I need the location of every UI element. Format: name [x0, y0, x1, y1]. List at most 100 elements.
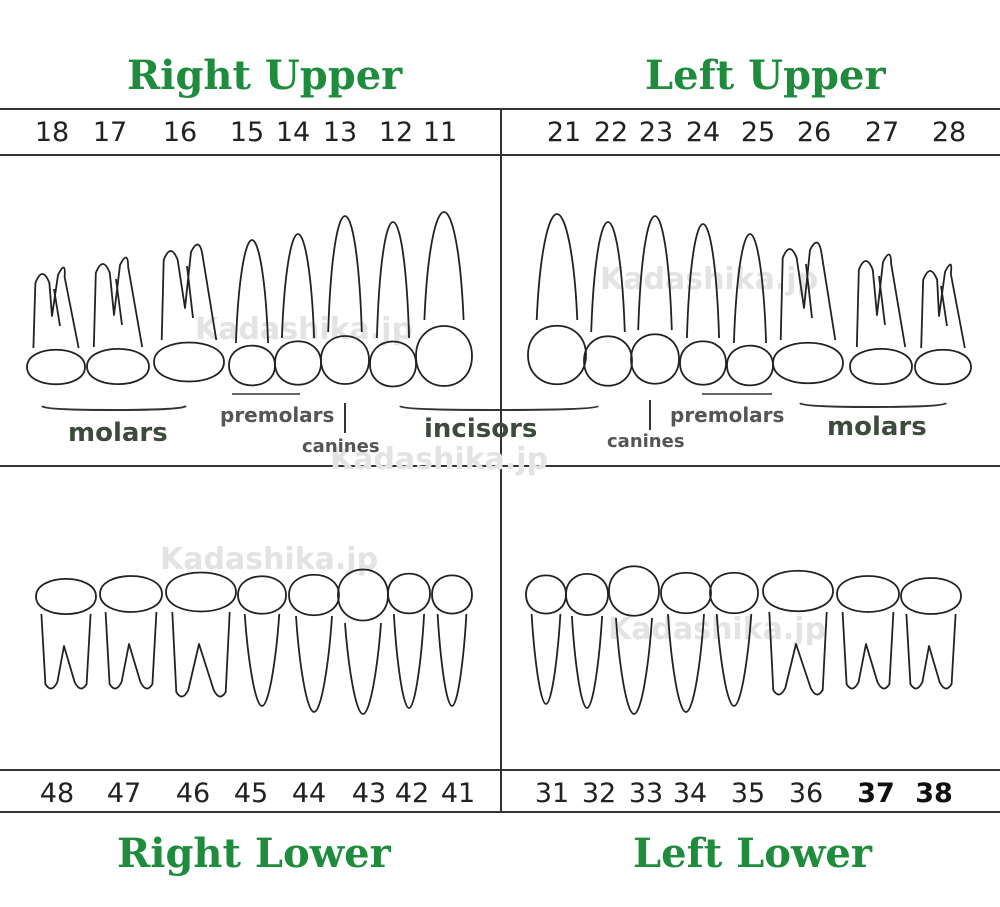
- tooth-number-21: 21: [546, 117, 582, 148]
- root: [295, 615, 333, 713]
- lower-teeth: [35, 565, 962, 715]
- root: [92, 256, 144, 348]
- tooth-34: [660, 572, 712, 713]
- label-premolars-left: premolars: [670, 403, 785, 427]
- root: [855, 253, 907, 348]
- tooth-number-46: 46: [175, 778, 211, 809]
- crown: [608, 565, 660, 617]
- root: [376, 221, 410, 339]
- label-canines-left: canines: [607, 431, 685, 452]
- root: [905, 613, 957, 690]
- title-left-lower: Left Lower: [633, 830, 872, 877]
- tooth-number-34: 34: [672, 778, 708, 809]
- label-incisors: incisors: [424, 414, 538, 444]
- label-canines-right: canines: [302, 436, 380, 457]
- tooth-18: [26, 266, 86, 386]
- tooth-47: [99, 575, 163, 690]
- crown: [237, 575, 287, 615]
- crown: [99, 575, 163, 613]
- incisors-bracket: [399, 405, 599, 412]
- crown: [914, 348, 972, 386]
- crown: [35, 578, 97, 615]
- tooth-32: [565, 572, 609, 709]
- tooth-number-37: 37: [857, 778, 895, 809]
- tooth-22: [583, 221, 633, 387]
- crown: [849, 348, 913, 385]
- tooth-number-43: 43: [351, 778, 387, 809]
- crown: [431, 574, 473, 615]
- tooth-number-24: 24: [685, 117, 721, 148]
- root: [160, 243, 218, 341]
- crown: [415, 325, 473, 387]
- tooth-number-13: 13: [322, 117, 358, 148]
- crown: [165, 571, 237, 613]
- root: [281, 233, 315, 339]
- tooth-number-27: 27: [864, 117, 900, 148]
- tooth-36: [762, 569, 834, 696]
- tooth-number-41: 41: [440, 778, 476, 809]
- tooth-46: [165, 571, 237, 698]
- tooth-37: [836, 575, 900, 690]
- root: [32, 266, 80, 349]
- tooth-number-17: 17: [92, 117, 128, 148]
- crown: [679, 340, 727, 386]
- root: [841, 611, 895, 690]
- midline-divider: [500, 108, 502, 812]
- tooth-number-31: 31: [534, 778, 570, 809]
- crown: [527, 324, 587, 386]
- watermark: Kadashika.jp: [160, 542, 379, 577]
- tooth-number-25: 25: [740, 117, 776, 148]
- tooth-number-47: 47: [106, 778, 142, 809]
- root: [768, 611, 828, 696]
- crown: [387, 572, 431, 615]
- crown: [320, 335, 370, 385]
- crown: [709, 572, 759, 614]
- root: [436, 613, 468, 707]
- crown: [660, 572, 712, 614]
- crown: [762, 569, 834, 613]
- tooth-35: [709, 572, 759, 707]
- title-right-lower: Right Lower: [117, 830, 391, 877]
- root: [392, 613, 426, 709]
- group-brackets: [41, 393, 947, 433]
- root: [235, 239, 269, 344]
- crown: [337, 568, 389, 622]
- tooth-number-11: 11: [422, 117, 458, 148]
- root: [715, 613, 753, 707]
- crown: [26, 348, 86, 386]
- tooth-number-42: 42: [394, 778, 430, 809]
- tooth-28: [914, 263, 972, 386]
- tooth-number-38: 38: [915, 778, 953, 809]
- tooth-12: [369, 221, 417, 388]
- tooth-number-14: 14: [275, 117, 311, 148]
- root: [779, 241, 837, 341]
- crown: [565, 572, 609, 617]
- tooth-45: [237, 575, 287, 707]
- tooth-number-48: 48: [39, 778, 75, 809]
- tooth-42: [387, 572, 431, 709]
- tooth-23: [630, 215, 680, 385]
- root: [920, 263, 966, 349]
- tooth-number-23: 23: [638, 117, 674, 148]
- crown: [900, 577, 962, 615]
- tooth-21: [527, 213, 587, 386]
- tooth-number-18: 18: [34, 117, 70, 148]
- label-molars-right: molars: [68, 418, 168, 448]
- tooth-15: [228, 239, 276, 387]
- tooth-24: [679, 223, 727, 386]
- tooth-number-32: 32: [581, 778, 617, 809]
- tooth-41: [431, 574, 473, 707]
- tooth-number-44: 44: [291, 778, 327, 809]
- tooth-38: [900, 577, 962, 690]
- tooth-11: [415, 211, 473, 387]
- root: [667, 613, 705, 713]
- title-left-upper: Left Upper: [645, 52, 886, 99]
- root: [243, 613, 281, 707]
- crown: [630, 333, 680, 385]
- tooth-31: [525, 574, 567, 705]
- crown: [228, 344, 276, 387]
- crown: [836, 575, 900, 613]
- tooth-number-26: 26: [796, 117, 832, 148]
- root: [686, 223, 720, 339]
